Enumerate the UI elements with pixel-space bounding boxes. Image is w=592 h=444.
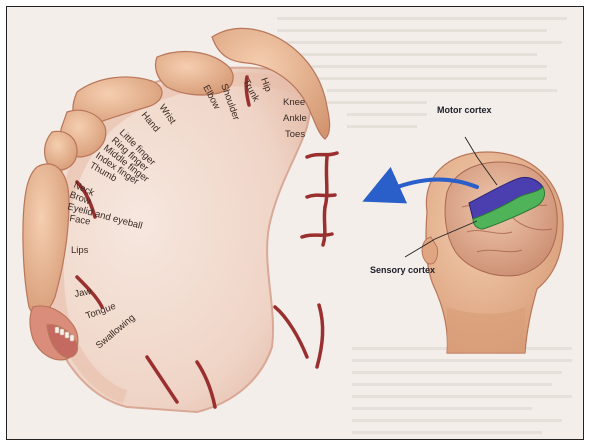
- label-lips: Lips: [71, 245, 89, 256]
- label-toes: Toes: [285, 129, 305, 140]
- label-sensory-cortex: Sensory cortex: [370, 265, 435, 275]
- label-motor-cortex: Motor cortex: [437, 105, 492, 115]
- label-knee: Knee: [283, 97, 305, 108]
- homunculus-diagram: Hip Trunk Shoulder Elbow Wrist Hand Litt…: [7, 7, 584, 440]
- figure-frame: Hip Trunk Shoulder Elbow Wrist Hand Litt…: [6, 6, 584, 440]
- label-ankle: Ankle: [283, 113, 307, 124]
- head-profile: [422, 152, 563, 353]
